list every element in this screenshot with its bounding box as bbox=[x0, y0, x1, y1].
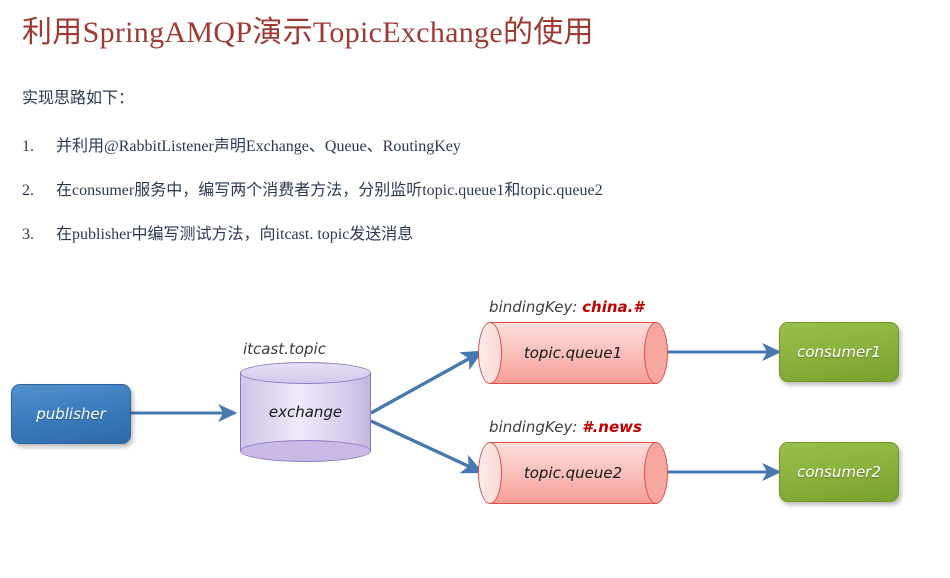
exchange-top-cap bbox=[240, 362, 371, 384]
queue2-binding-value: #.news bbox=[582, 418, 642, 436]
queue1-node[interactable]: topic.queue1 bbox=[478, 322, 672, 389]
consumer1-node[interactable]: consumer1 bbox=[779, 322, 899, 382]
intro-text: 实现思路如下： bbox=[22, 90, 135, 107]
consumer2-node[interactable]: consumer2 bbox=[779, 442, 899, 502]
queue1-binding-caption: bindingKey: china.# bbox=[489, 298, 644, 316]
queue2-binding-caption: bindingKey: #.news bbox=[489, 418, 642, 436]
list-item-number: 3. bbox=[22, 226, 34, 243]
queue2-body bbox=[489, 442, 657, 504]
exchange-bottom-cap bbox=[240, 440, 371, 462]
publisher-node[interactable]: publisher bbox=[11, 384, 131, 444]
list-item: 3. 在publisher中编写测试方法，向itcast. topic发送消息 bbox=[22, 220, 922, 264]
exchange-body bbox=[240, 373, 371, 451]
architecture-diagram: publisher itcast.topic exchange bindingK… bbox=[0, 280, 950, 578]
consumer1-label: consumer1 bbox=[797, 343, 881, 361]
exchange-caption: itcast.topic bbox=[243, 340, 326, 358]
queue1-body bbox=[489, 322, 657, 384]
list-item-text: 在consumer服务中，编写两个消费者方法，分别监听topic.queue1和… bbox=[56, 182, 603, 199]
arrow-exchange-to-queue1 bbox=[370, 350, 484, 415]
queue1-binding-value: china.# bbox=[582, 298, 644, 316]
arrow-exchange-to-queue2 bbox=[370, 419, 484, 474]
exchange-label: exchange bbox=[268, 403, 343, 421]
queue2-label: topic.queue2 bbox=[523, 464, 623, 482]
list-item: 2. 在consumer服务中，编写两个消费者方法，分别监听topic.queu… bbox=[22, 176, 922, 220]
list-item-text: 在publisher中编写测试方法，向itcast. topic发送消息 bbox=[56, 226, 414, 243]
connector-arrows bbox=[130, 343, 782, 481]
page-title: 利用SpringAMQP演示TopicExchange的使用 bbox=[22, 16, 594, 49]
queue2-right-cap bbox=[644, 442, 668, 504]
consumer2-label: consumer2 bbox=[797, 463, 881, 481]
publisher-label: publisher bbox=[36, 405, 106, 423]
queue1-binding-label: bindingKey: bbox=[489, 298, 578, 316]
list-item: 1. 并利用@RabbitListener声明Exchange、Queue、Ro… bbox=[22, 132, 922, 176]
queue1-right-cap bbox=[644, 322, 668, 384]
queue1-label: topic.queue1 bbox=[523, 344, 623, 362]
exchange-node[interactable]: exchange bbox=[240, 362, 375, 466]
step-list: 1. 并利用@RabbitListener声明Exchange、Queue、Ro… bbox=[22, 132, 922, 264]
list-item-number: 2. bbox=[22, 182, 34, 199]
queue2-binding-label: bindingKey: bbox=[489, 418, 578, 436]
list-item-text: 并利用@RabbitListener声明Exchange、Queue、Routi… bbox=[56, 138, 461, 155]
queue2-node[interactable]: topic.queue2 bbox=[478, 442, 672, 509]
list-item-number: 1. bbox=[22, 138, 34, 155]
